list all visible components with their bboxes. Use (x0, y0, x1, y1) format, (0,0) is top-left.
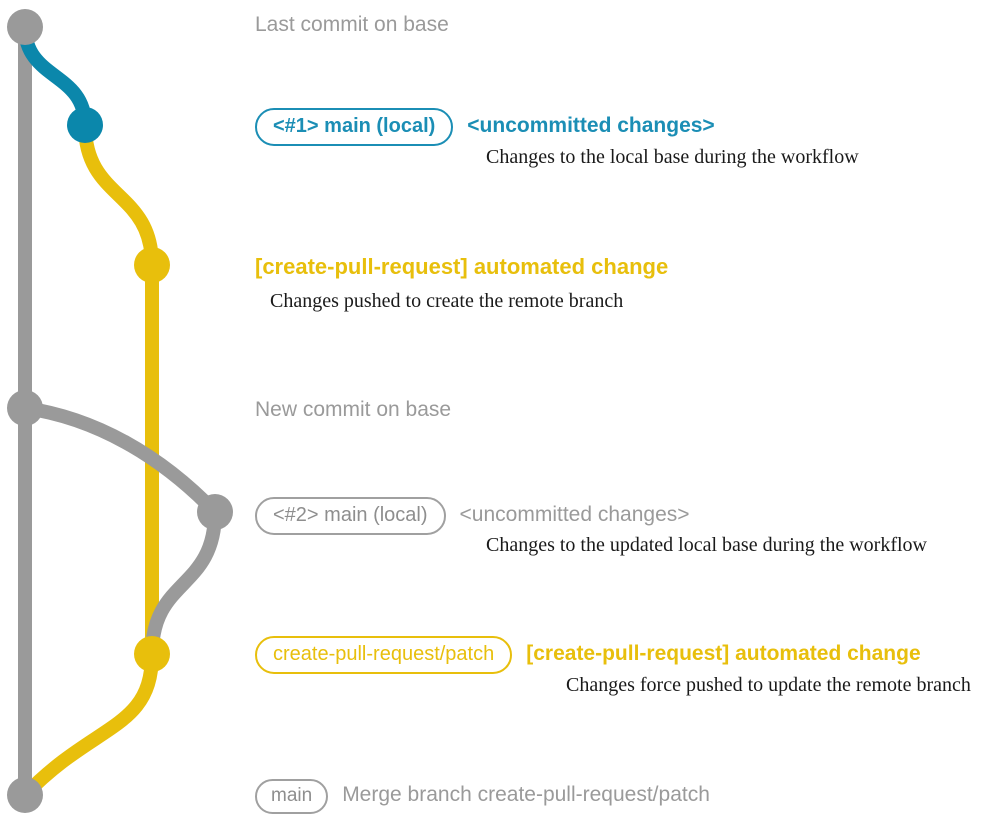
section-label-new-commit: New commit on base (255, 398, 452, 421)
row-local-1: <#1> main (local) <uncommitted changes> (255, 108, 715, 146)
commit-message-patch-1: [create-pull-request] automated change (255, 254, 669, 279)
commit-message-patch-2: [create-pull-request] automated change (526, 642, 921, 665)
yellow-merge-line (18, 647, 159, 802)
commit-message-local-2: <uncommitted changes> (459, 503, 690, 526)
row-patch-2: create-pull-request/patch [create-pull-r… (255, 636, 921, 674)
row-merge: main Merge branch create-pull-request/pa… (255, 779, 710, 814)
row-last-commit-on-base: Last commit on base (255, 13, 449, 37)
note-local-1: Changes to the local base during the wor… (486, 146, 859, 168)
node-local-2 (197, 494, 233, 530)
node-patch-2 (134, 636, 170, 672)
note-patch-2: Changes force pushed to update the remot… (566, 674, 971, 696)
commit-message-merge: Merge branch create-pull-request/patch (342, 783, 710, 806)
node-patch-1 (134, 247, 170, 283)
branch-pill-main[interactable]: main (255, 779, 329, 814)
commit-message-local-1: <uncommitted changes> (467, 114, 715, 137)
note-local-2: Changes to the updated local base during… (486, 534, 927, 556)
node-local-1 (67, 107, 103, 143)
gray-branch-from-local2 (145, 505, 222, 661)
gray-branch-to-local2 (18, 401, 222, 519)
node-base-top (7, 9, 43, 45)
row-new-commit-on-base: New commit on base (255, 398, 451, 422)
row-local-2: <#2> main (local) <uncommitted changes> (255, 497, 690, 535)
node-base-merge (7, 777, 43, 813)
branch-pill-patch-2[interactable]: create-pull-request/patch (255, 636, 513, 674)
yellow-branch-line-upper (78, 118, 159, 272)
node-base-new (7, 390, 43, 426)
branch-pill-local-2[interactable]: <#2> main (local) (255, 497, 446, 535)
branch-pill-local-1[interactable]: <#1> main (local) (255, 108, 454, 146)
note-patch-1: Changes pushed to create the remote bran… (270, 290, 624, 312)
section-label-last-commit: Last commit on base (255, 13, 449, 36)
